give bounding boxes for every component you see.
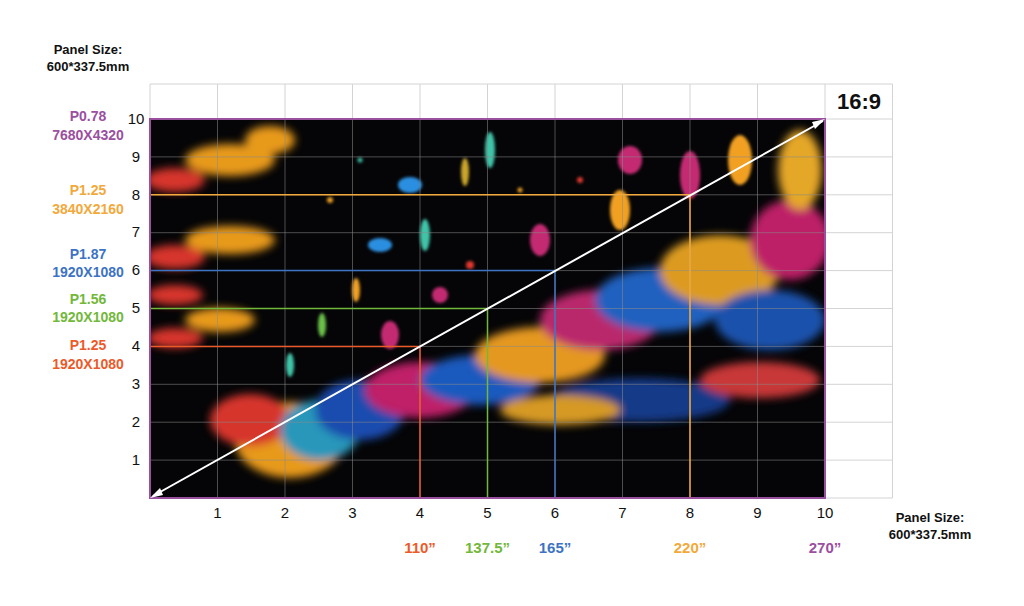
diagonal-size: 220” [674, 540, 707, 557]
diagonal-size: 165” [539, 540, 572, 557]
grid-line [622, 119, 623, 498]
diagonal-arrowhead [150, 488, 163, 498]
panel-size-value: 600*337.5mm [889, 528, 971, 542]
panel-size-caption: Panel Size: [896, 511, 965, 525]
grid-line [622, 84, 623, 498]
grid-line [892, 84, 893, 498]
grid-line [150, 156, 893, 157]
x-axis-number: 1 [213, 505, 221, 522]
diagonal-arrowhead [812, 119, 825, 129]
panel-size-caption: Panel Size: [54, 43, 123, 57]
y-axis-number: 4 [132, 338, 140, 355]
panel-size-value: 600*337.5mm [47, 60, 129, 74]
y-axis-number: 3 [132, 376, 140, 393]
pixel-pitch: P1.25 [70, 338, 107, 353]
y-axis-number: 8 [132, 187, 140, 204]
x-axis-number: 8 [686, 505, 694, 522]
grid-line [150, 460, 893, 461]
y-axis-number: 5 [132, 300, 140, 317]
grid-line [352, 84, 353, 498]
x-axis-number: 4 [416, 505, 424, 522]
pixel-pitch: P1.87 [70, 247, 107, 262]
x-axis-number: 7 [618, 505, 626, 522]
diagonal-size: 270” [809, 540, 842, 557]
grid-line [150, 84, 893, 85]
y-axis-number: 10 [128, 111, 145, 128]
outer-grid [150, 84, 893, 498]
pixel-pitch: P1.25 [70, 183, 107, 198]
diagonal-size: 110” [404, 540, 436, 557]
y-axis-number: 9 [132, 149, 140, 166]
y-axis-number: 2 [132, 414, 140, 431]
y-axis-number: 6 [132, 262, 140, 279]
grid-line [285, 84, 286, 498]
grid-line [150, 232, 893, 233]
resolution-outlines [150, 119, 825, 498]
x-axis-number: 10 [817, 505, 834, 522]
pixel-pitch: P1.56 [70, 292, 107, 307]
resolution: 1920X1080 [52, 310, 124, 325]
grid-line [757, 119, 758, 498]
x-axis-number: 6 [551, 505, 559, 522]
resolution: 3840X2160 [52, 202, 124, 217]
pixel-pitch: P0.78 [70, 109, 107, 124]
grid-line [150, 422, 893, 423]
grid-line [150, 156, 825, 157]
resolution: 1920X1080 [52, 357, 124, 372]
resolution: 1920X1080 [52, 265, 124, 280]
diagonal-line [153, 121, 823, 496]
resolution: 7680X4320 [52, 128, 124, 143]
x-axis-number: 9 [753, 505, 761, 522]
grid-line [150, 384, 893, 385]
x-axis-number: 5 [483, 505, 491, 522]
grid-line [217, 84, 218, 498]
y-axis-number: 1 [132, 452, 140, 469]
x-axis-number: 2 [281, 505, 289, 522]
aspect-ratio: 16:9 [837, 90, 881, 114]
panel-grid [150, 119, 825, 498]
diagonal-size: 137.5” [465, 540, 510, 557]
x-axis-number: 3 [348, 505, 356, 522]
image-ground [150, 119, 825, 498]
y-axis-number: 7 [132, 224, 140, 241]
grid-line [757, 84, 758, 498]
grid-line [150, 232, 825, 233]
